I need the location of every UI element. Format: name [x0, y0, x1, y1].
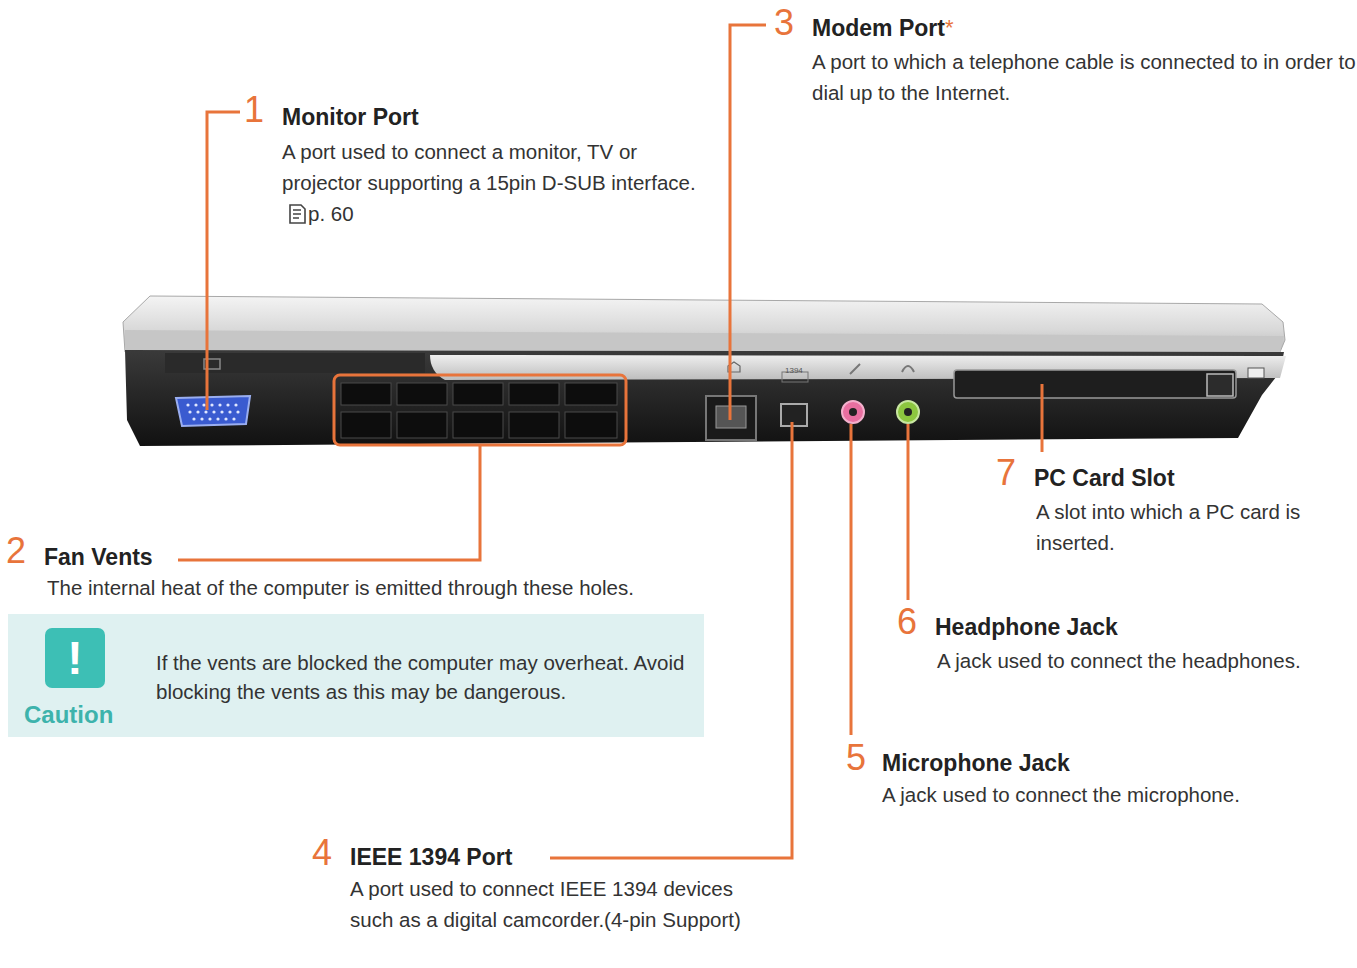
callout-number: 5: [846, 740, 866, 776]
port-marking: 1394: [785, 366, 803, 376]
part-description: A port used to connect IEEE 1394 devices…: [350, 873, 765, 935]
callout-number: 3: [774, 5, 794, 41]
part-name: Microphone Jack: [882, 749, 1070, 777]
part-name: Modem Port*: [812, 14, 953, 42]
part-description: A port used to connect a monitor, TV or …: [282, 140, 696, 194]
exclamation-mark: !: [45, 632, 105, 684]
part-name: Monitor Port: [282, 103, 419, 131]
caution-box: Caution If the vents are blocked the comp…: [8, 614, 704, 737]
page-reference: p. 60: [308, 202, 354, 225]
callout-number: 4: [312, 835, 332, 871]
callout-number: 1: [244, 92, 264, 128]
page-icon: [288, 203, 308, 225]
part-name: PC Card Slot: [1034, 464, 1175, 492]
part-name: IEEE 1394 Port: [350, 843, 512, 871]
caution-title: Caution: [24, 700, 113, 730]
callout-number: 6: [897, 604, 917, 640]
callout-number: 2: [6, 533, 26, 569]
part-description: A slot into which a PC card is inserted.: [1036, 496, 1356, 558]
part-description: A jack used to connect the microphone.: [882, 779, 1240, 810]
callout-number: 7: [996, 455, 1016, 491]
part-description: A port used to connect a monitor, TV or …: [282, 136, 712, 229]
part-name: Fan Vents: [44, 543, 153, 571]
part-name: Modem Port: [812, 15, 945, 41]
caution-icon: !: [45, 628, 105, 688]
caution-text: If the vents are blocked the computer ma…: [156, 648, 696, 706]
footnote-mark: *: [945, 15, 954, 40]
part-name: Headphone Jack: [935, 613, 1118, 641]
part-description: A port to which a telephone cable is con…: [812, 46, 1357, 108]
part-description: The internal heat of the computer is emi…: [47, 572, 634, 603]
part-description: A jack used to connect the headphones.: [937, 645, 1301, 676]
